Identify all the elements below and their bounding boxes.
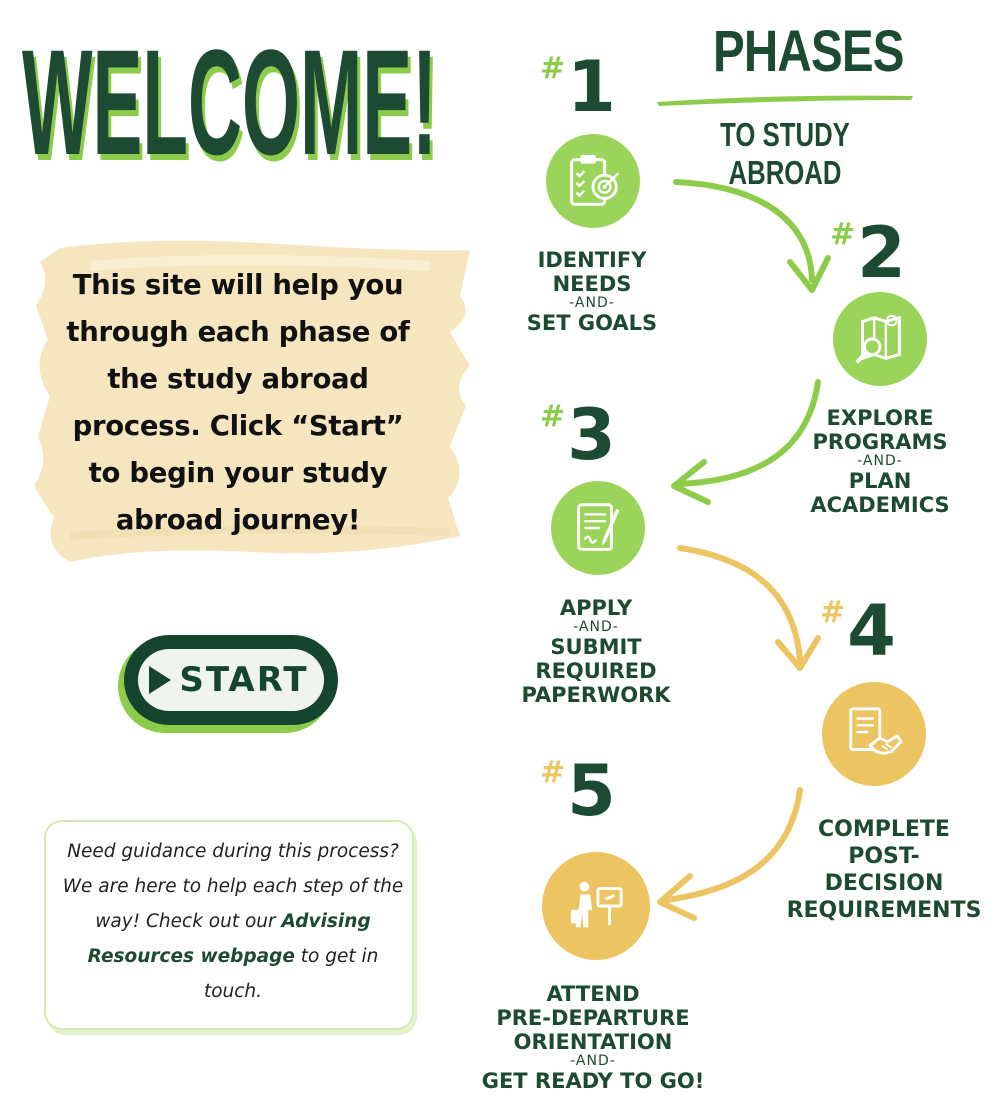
intro-line: This site will help you [72,269,404,301]
start-button[interactable]: START [118,635,340,733]
phase-3-label: APPLY -AND- SUBMIT REQUIRED PAPERWORK [506,596,686,707]
phase-4-line1: COMPLETE [818,817,950,842]
play-icon [149,666,172,694]
phase-1-line1: IDENTIFY [537,248,647,272]
intro-line: process. Click “Start” [72,410,404,442]
phase-2-line4: ACADEMICS [810,493,950,517]
phase-3-circle [551,481,645,575]
start-button-label: START [179,660,309,700]
phase-1-hash: # [540,51,566,86]
phase-4-line2: POST- [848,844,920,869]
phase-1-and: -AND- [569,295,615,311]
intro-line: abroad journey! [115,504,361,536]
phase-4-label: COMPLETE POST- DECISION REQUIREMENTS [778,816,990,924]
phase-3-hash: # [540,399,566,434]
intro-line: the study abroad [107,363,369,395]
phase-5-number: #5 [540,756,616,826]
welcome-title-graphic: WELCOME! WELCOME! [22,20,440,193]
phase-5-line3: ORIENTATION [513,1030,673,1054]
start-button-face[interactable]: START [138,649,324,711]
phase-5-digit: 5 [567,750,616,832]
phase-2-number: #2 [830,218,906,288]
phase-4-line4: REQUIREMENTS [786,898,982,923]
phase-3-number: #3 [540,400,616,470]
phase-3-line5: PAPERWORK [521,683,671,707]
phase-2-circle [833,292,927,386]
phases-title: PHASES [713,19,904,84]
advising-resources-link[interactable]: Advising Resources webpage [87,911,371,967]
phase-1-label: IDENTIFY NEEDS -AND- SET GOALS [510,248,674,335]
phase-1-line3: SET GOALS [526,311,658,335]
document-pen-icon [577,503,620,551]
phase-2-and: -AND- [857,453,903,469]
phase-1-circle [546,134,640,228]
phase-2-line3: PLAN [848,469,912,493]
phase-2-label: EXPLORE PROGRAMS -AND- PLAN ACADEMICS [788,406,972,517]
phase-4-number: #4 [820,596,896,666]
phase-2-line1: EXPLORE [826,406,934,430]
intro-brush-background [34,240,470,563]
phase-2-digit: 2 [857,212,906,294]
phase-4-line3: DECISION [824,871,944,896]
phase-5-line4: GET READY TO GO! [481,1069,705,1093]
document-handshake-icon [849,707,903,755]
guidance-text-before: Need guidance during this process? We ar… [62,841,404,932]
phase-5-line2: PRE-DEPARTURE [496,1006,690,1030]
guidance-text: Need guidance during this process? We ar… [60,834,406,1009]
phase-2-hash: # [830,217,856,252]
guidance-box: Need guidance during this process? We ar… [44,820,414,1030]
phase-2-line2: PROGRAMS [812,430,948,454]
brush-underline [657,95,913,106]
welcome-title: WELCOME! WELCOME! [22,20,452,193]
phase-3-line4: REQUIRED [535,659,657,683]
map-search-icon [855,314,901,364]
phase-1-digit: 1 [567,46,616,128]
phase-3-and: -AND- [573,619,619,635]
phase-1-number: #1 [540,52,616,122]
traveler-icon [570,881,623,928]
phase-5-and: -AND- [570,1053,616,1069]
phases-subtitle: TO STUDY ABROAD [720,116,850,191]
phase-4-digit: 4 [847,590,896,672]
phase-4-circle [822,682,926,786]
phase-5-line1: ATTEND [546,982,640,1006]
phase-5-hash: # [540,755,566,790]
phase-1-line2: NEEDS [552,272,632,296]
intro-line: to begin your study [88,457,388,489]
arrow-3-to-4 [677,545,803,663]
welcome-title-shadow: WELCOME! [25,26,440,172]
phase-5-circle [542,852,650,960]
intro-line: through each phase of [66,316,410,348]
phase-4-hash: # [820,595,846,630]
guidance-text-after: to get in touch. [203,946,379,1002]
phase-5-label: ATTEND PRE-DEPARTURE ORIENTATION -AND- G… [476,982,710,1093]
phase-3-line1: APPLY [559,596,633,620]
clipboard-target-icon [570,154,620,206]
phase-3-digit: 3 [567,394,616,476]
welcome-title-text: WELCOME! [22,22,437,172]
arrow-1-to-2 [673,179,815,283]
phases-header: PHASES TO STUDY ABROAD [655,10,925,191]
intro-text: This site will help you through each pha… [52,262,424,544]
phase-3-line3: SUBMIT [550,635,642,659]
